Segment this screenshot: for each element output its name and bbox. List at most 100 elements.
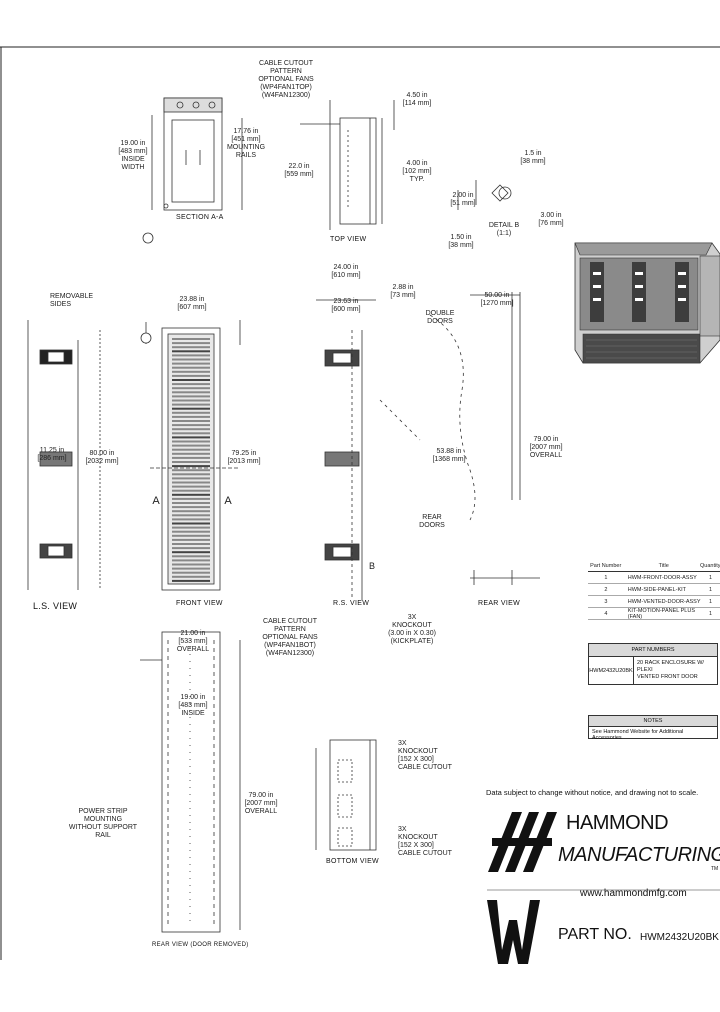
dim-height: 80.00 in [2032 mm] — [85, 450, 119, 465]
cable-cutout-top-callout: CABLE CUTOUT PATTERN OPTIONAL FANS (WP4F… — [258, 60, 314, 99]
vent-slot — [172, 366, 210, 369]
vent-slot — [172, 538, 210, 541]
vent-slot — [172, 477, 210, 480]
vent-slot — [172, 567, 210, 570]
cell: HWM-SIDE-PANEL-KIT — [627, 586, 687, 593]
vent-slot — [172, 575, 210, 578]
rs-view-title: R.S. VIEW — [333, 600, 370, 607]
vent-slot — [172, 456, 210, 459]
vent-slot — [172, 444, 210, 447]
vent-slot — [172, 481, 210, 484]
dim-front-width: 23.88 in [607 mm] — [177, 296, 207, 311]
vent-slot — [172, 465, 210, 468]
cell: 1 — [709, 586, 713, 593]
section-aa-title: SECTION A-A — [176, 214, 224, 221]
vent-slot — [172, 452, 210, 455]
dim-rear-height: 79.00 in [2007 mm] OVERALL — [244, 792, 278, 815]
vent-slot — [172, 526, 210, 529]
vent-slot — [172, 407, 210, 410]
brand-name-1: HAMMOND — [566, 812, 669, 834]
dim-top-right: 4.50 in [114 mm] — [402, 92, 432, 107]
vent-slot — [172, 391, 210, 394]
dim-top-depth: 22.0 in [559 mm] — [284, 163, 314, 178]
vent-slot — [172, 559, 210, 562]
notes-title: NOTES — [589, 716, 717, 727]
vent-slot — [172, 555, 210, 558]
rear-view-drawing — [379, 292, 540, 585]
dim-rear-top: 21.00 in [533 mm] OVERALL — [176, 630, 210, 653]
vent-slot — [172, 551, 210, 554]
dim-detail-c: 3.00 in [76 mm] — [538, 212, 564, 227]
vent-slot — [172, 514, 210, 517]
part-no-value: HWM2432U20BK — [640, 932, 719, 943]
w-logo-mark — [487, 900, 540, 964]
section-mark-left: A — [152, 495, 160, 507]
cell: KIT-MOTION-PANEL PLUS (FAN) — [627, 607, 695, 620]
rear-doors-callout: REAR DOORS — [419, 514, 445, 529]
knockout-bottom-2: 3X KNOCKOUT [152 X 300] CABLE CUTOUT — [398, 826, 452, 857]
brand-name-2: MANUFACTURING — [558, 844, 720, 866]
vent-slot — [172, 485, 210, 488]
vent-slot — [172, 399, 210, 402]
vent-slot — [172, 374, 210, 377]
vent-slot — [172, 489, 210, 492]
cell: HWM-VENTED-DOOR-ASSY — [627, 598, 701, 605]
kickplate-callout: 3X KNOCKOUT (3.00 in X 0.30) (KICKPLATE) — [388, 614, 436, 645]
removable-sides-callout: REMOVABLE SIDES — [50, 293, 94, 308]
vent-slot — [172, 411, 210, 414]
top-view-title: TOP VIEW — [330, 236, 367, 243]
vent-slot — [172, 510, 210, 513]
vent-slot — [172, 358, 210, 361]
cable-cutout-bottom-callout: CABLE CUTOUT PATTERN OPTIONAL FANS (WP4F… — [262, 618, 318, 657]
part-number-description: 20 RACK ENCLOSURE W/ PLEXI VENTED FRONT … — [637, 660, 704, 680]
dim-rs-depth: 50.00 in [1270 mm] — [480, 292, 514, 307]
vent-slot — [172, 350, 210, 353]
bottom-view-drawing — [315, 739, 377, 851]
enclosure-3d-image — [574, 242, 720, 364]
cell: 2 — [604, 586, 608, 593]
vent-slot — [172, 395, 210, 398]
vent-slot — [172, 473, 210, 476]
front-view-drawing — [140, 320, 241, 591]
notes-box: NOTES See Hammond Website for Additional… — [588, 715, 718, 741]
cell: 1 — [604, 574, 608, 581]
dim-lock: 1.5 in [38 mm] — [520, 150, 546, 165]
section-mark-right: A — [224, 495, 232, 507]
detail-b-label: DETAIL B (1:1) — [488, 222, 520, 237]
vent-slot — [172, 338, 210, 340]
disclaimer-text: Data subject to change without notice, a… — [486, 788, 699, 797]
vent-slot — [172, 379, 210, 381]
table-row: 2 HWM-SIDE-PANEL-KIT 1 — [588, 584, 720, 596]
dim-detail-b: 1.50 in [38 mm] — [448, 234, 474, 249]
vent-slot — [172, 342, 210, 345]
dim-rs-height: 53.88 in [1368 mm] — [432, 448, 466, 463]
vent-slot — [172, 370, 210, 373]
table-row: 4 KIT-MOTION-PANEL PLUS (FAN) 1 — [588, 608, 720, 620]
brand-url[interactable]: www.hammondmfg.com — [580, 888, 687, 899]
vent-slot — [172, 522, 210, 525]
knockout-bottom-1: 3X KNOCKOUT [152 X 300] CABLE CUTOUT — [398, 740, 452, 771]
dim-front-overall: 23.63 in [600 mm] — [331, 298, 361, 313]
vent-slot — [172, 436, 210, 439]
cell: 1 — [709, 610, 713, 617]
dim-detail-a: 2.00 in [51 mm] — [450, 192, 476, 207]
rear-door-removed-drawing — [140, 631, 241, 933]
part-numbers-title: PART NUMBERS — [589, 644, 717, 657]
part-numbers-box: PART NUMBERS HWM2432U20BK 20 RACK ENCLOS… — [588, 643, 718, 685]
vent-slot — [172, 579, 210, 582]
section-aa-drawing — [142, 97, 243, 244]
col-part-number: Part Number — [590, 562, 622, 569]
vent-slot — [172, 448, 210, 451]
dim-top-typ: 4.00 in [102 mm] TYP. — [402, 160, 432, 183]
cell: HWM-FRONT-DOOR-ASSY — [627, 574, 697, 581]
notes-text: See Hammond Website for Additional Acces… — [592, 729, 684, 741]
hammond-logo-mark — [488, 812, 557, 872]
front-view-title: FRONT VIEW — [176, 600, 223, 607]
dim-front-height: 79.25 in [2013 mm] — [227, 450, 261, 465]
cell: 3 — [604, 598, 608, 605]
part-number-value: HWM2432U20BK — [589, 657, 634, 685]
vent-slot — [172, 518, 210, 521]
vent-slot — [172, 415, 210, 418]
rear-view-title: REAR VIEW — [478, 600, 520, 607]
dim-rs-width: 24.00 in [610 mm] — [331, 264, 361, 279]
